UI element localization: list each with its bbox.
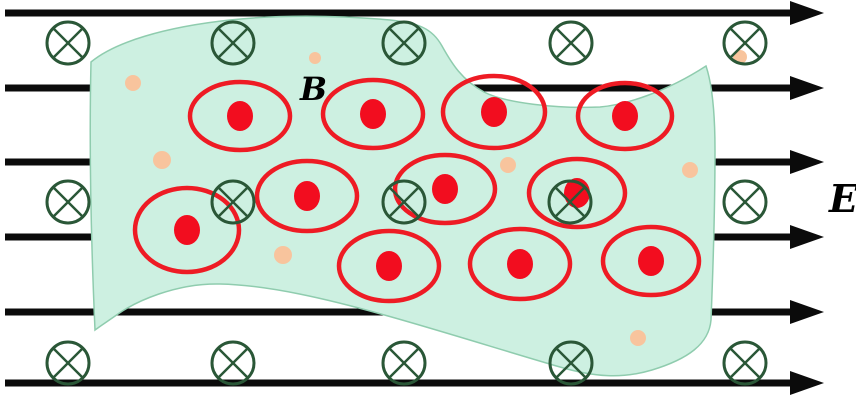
orbit-ellipse <box>187 79 293 153</box>
b-into-page-symbol <box>45 20 91 66</box>
orbit-electron-dot <box>360 99 386 129</box>
b-into-page-symbol <box>381 340 427 386</box>
orbit-ellipse <box>575 80 675 152</box>
cross-circle <box>381 340 427 386</box>
cross-circle <box>547 179 593 225</box>
cross-circle <box>381 179 427 225</box>
cross-circle <box>722 179 768 225</box>
cross-diagonal <box>729 347 761 379</box>
cross-diagonal <box>217 347 249 379</box>
charge-dot <box>500 157 516 173</box>
medium-layer <box>89 15 716 377</box>
charge-dot <box>125 75 141 91</box>
cross-circle <box>722 20 768 66</box>
e-field-label: E <box>828 176 856 221</box>
b-into-page-symbol <box>45 179 91 225</box>
cross-circle <box>45 340 91 386</box>
cross-circle <box>548 20 594 66</box>
charge-dot <box>630 330 646 346</box>
cross-diagonal <box>555 27 587 59</box>
cross-diagonal <box>554 186 586 218</box>
b-into-page-symbol <box>722 340 768 386</box>
charge-dot <box>153 151 171 169</box>
cross-diagonal <box>52 27 84 59</box>
orbit-ellipse <box>132 185 242 275</box>
orbit-electron-dot <box>612 101 638 131</box>
cross-diagonal <box>388 347 420 379</box>
orbit-ellipse <box>320 77 426 151</box>
cross-circle <box>548 340 594 386</box>
orbits-layer <box>132 73 702 304</box>
b-into-page-symbol <box>548 20 594 66</box>
field-line-arrowhead <box>790 300 824 324</box>
orbit-ellipse <box>336 228 442 304</box>
b-into-page-symbol <box>210 20 256 66</box>
cross-diagonal <box>217 27 249 59</box>
cross-diagonal <box>217 186 249 218</box>
medium-blob <box>89 15 716 377</box>
cross-diagonal <box>388 27 420 59</box>
charge-dot <box>733 50 747 64</box>
orbit-electron-dot <box>638 246 664 276</box>
b-into-page-symbol <box>548 340 594 386</box>
orbit-ellipse <box>392 152 498 226</box>
orbit-electron-dot <box>294 181 320 211</box>
b-into-page-symbol <box>722 20 768 66</box>
cross-diagonal <box>388 186 420 218</box>
orbit-ellipse <box>254 158 360 234</box>
orbit-electron-dot <box>432 174 458 204</box>
charge-dot <box>274 246 292 264</box>
orbit-ellipse <box>526 156 628 230</box>
b-into-page-symbol <box>210 179 256 225</box>
b-into-page-symbol <box>381 20 427 66</box>
orbit-electron-dot <box>376 251 402 281</box>
b-into-page-symbol <box>381 179 427 225</box>
cross-circle <box>210 179 256 225</box>
b-into-page-symbol <box>722 179 768 225</box>
orbit-electron-dot <box>481 97 507 127</box>
cross-circle <box>722 340 768 386</box>
charge-dot <box>682 162 698 178</box>
b-into-page-symbol <box>210 340 256 386</box>
cross-circle <box>45 179 91 225</box>
orbit-electron-dot <box>507 249 533 279</box>
cross-diagonal <box>729 27 761 59</box>
cross-circle <box>381 20 427 66</box>
cross-diagonal <box>729 186 761 218</box>
field-line-arrowhead <box>790 150 824 174</box>
charge-dots-layer <box>125 50 747 346</box>
field-line-arrowhead <box>790 1 824 25</box>
cross-circle <box>210 20 256 66</box>
cross-diagonal <box>52 186 84 218</box>
cross-symbols-layer <box>45 20 768 386</box>
orbit-ellipse <box>600 224 702 298</box>
orbit-ellipse <box>440 73 548 151</box>
field-line-arrowhead <box>790 76 824 100</box>
orbit-electron-dot <box>227 101 253 131</box>
field-line-arrowhead <box>790 371 824 395</box>
orbit-electron-dot <box>174 215 200 245</box>
orbit-ellipse <box>467 226 573 302</box>
b-into-page-symbol <box>45 340 91 386</box>
cross-circle <box>45 20 91 66</box>
b-into-page-symbol <box>547 179 593 225</box>
cross-circle <box>210 340 256 386</box>
b-field-label: B <box>299 70 327 108</box>
charge-dot <box>309 52 321 64</box>
cross-diagonal <box>555 347 587 379</box>
cross-diagonal <box>52 347 84 379</box>
field-line-arrowhead <box>790 225 824 249</box>
